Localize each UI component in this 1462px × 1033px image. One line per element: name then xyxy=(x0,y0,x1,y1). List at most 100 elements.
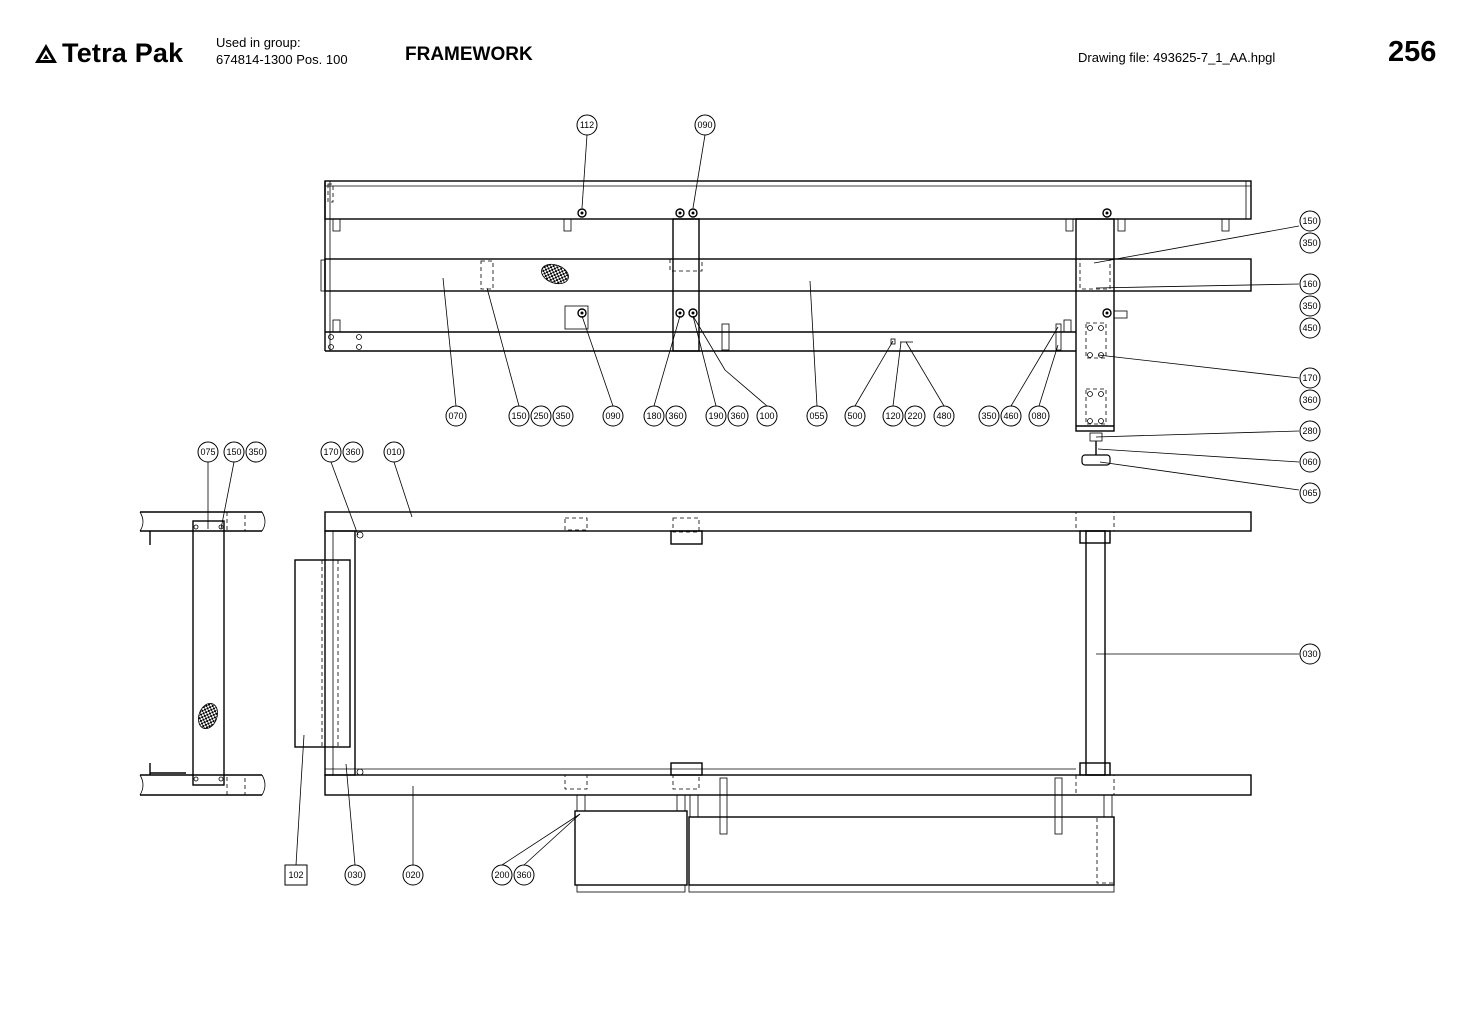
callout-360: 360 xyxy=(1299,389,1321,411)
leader-lines xyxy=(207,134,1300,866)
callout-030: 030 xyxy=(1299,643,1321,665)
page-number: 256 xyxy=(1388,36,1437,68)
middle-rail xyxy=(324,258,1252,292)
svg-text:460: 460 xyxy=(1003,411,1018,421)
callout-220: 220 xyxy=(904,405,926,427)
svg-text:480: 480 xyxy=(936,411,951,421)
callout-112: 112 xyxy=(576,114,598,136)
callout-250: 250 xyxy=(530,405,552,427)
callout-020: 020 xyxy=(402,864,424,886)
svg-text:112: 112 xyxy=(580,120,594,130)
svg-text:055: 055 xyxy=(809,411,824,421)
svg-text:150: 150 xyxy=(226,447,241,457)
svg-text:100: 100 xyxy=(759,411,774,421)
svg-text:030: 030 xyxy=(1302,649,1317,659)
callout-360: 360 xyxy=(513,864,535,886)
callout-060: 060 xyxy=(1299,451,1321,473)
svg-text:170: 170 xyxy=(323,447,338,457)
tetra-pak-triangle-icon xyxy=(35,43,57,63)
svg-text:360: 360 xyxy=(516,870,531,880)
svg-text:500: 500 xyxy=(847,411,862,421)
svg-text:075: 075 xyxy=(200,447,215,457)
svg-text:150: 150 xyxy=(511,411,526,421)
callout-090: 090 xyxy=(602,405,624,427)
callout-460: 460 xyxy=(1000,405,1022,427)
top-rail xyxy=(324,180,1252,220)
callout-090: 090 xyxy=(694,114,716,136)
svg-text:280: 280 xyxy=(1302,426,1317,436)
tetra-pak-logo: Tetra Pak xyxy=(33,38,183,69)
callout-360: 360 xyxy=(665,405,687,427)
callout-200: 200 xyxy=(491,864,513,886)
callout-030: 030 xyxy=(344,864,366,886)
svg-text:190: 190 xyxy=(708,411,723,421)
svg-text:160: 160 xyxy=(1302,279,1317,289)
control-box xyxy=(294,559,351,748)
svg-text:020: 020 xyxy=(405,870,420,880)
svg-text:350: 350 xyxy=(555,411,570,421)
svg-text:360: 360 xyxy=(1302,395,1317,405)
svg-text:102: 102 xyxy=(288,870,303,880)
svg-text:090: 090 xyxy=(697,120,712,130)
svg-text:360: 360 xyxy=(345,447,360,457)
svg-text:010: 010 xyxy=(386,447,401,457)
callout-350: 350 xyxy=(978,405,1000,427)
callout-150: 150 xyxy=(508,405,530,427)
callout-180: 180 xyxy=(643,405,665,427)
callout-102: 102 xyxy=(284,864,308,886)
svg-text:250: 250 xyxy=(533,411,548,421)
callout-350: 350 xyxy=(1299,295,1321,317)
drawing-file: Drawing file: 493625-7_1_AA.hpgl xyxy=(1078,50,1276,65)
svg-text:090: 090 xyxy=(605,411,620,421)
callout-450: 450 xyxy=(1299,317,1321,339)
callout-070: 070 xyxy=(445,405,467,427)
end-view xyxy=(139,511,266,796)
page-title: FRAMEWORK xyxy=(405,44,533,65)
front-rail xyxy=(324,774,1252,796)
svg-text:350: 350 xyxy=(1302,301,1317,311)
callout-100: 100 xyxy=(756,405,778,427)
rear-rail xyxy=(324,511,1252,532)
svg-text:200: 200 xyxy=(494,870,509,880)
svg-text:350: 350 xyxy=(248,447,263,457)
used-in-group-label: Used in group: xyxy=(216,35,301,50)
callout-350: 350 xyxy=(552,405,574,427)
callout-160: 160 xyxy=(1299,273,1321,295)
callout-280: 280 xyxy=(1299,420,1321,442)
callout-120: 120 xyxy=(882,405,904,427)
svg-text:350: 350 xyxy=(981,411,996,421)
svg-text:220: 220 xyxy=(907,411,922,421)
svg-text:070: 070 xyxy=(448,411,463,421)
svg-text:060: 060 xyxy=(1302,457,1317,467)
svg-text:360: 360 xyxy=(668,411,683,421)
svg-text:360: 360 xyxy=(730,411,745,421)
svg-text:350: 350 xyxy=(1302,238,1317,248)
callout-350: 350 xyxy=(1299,232,1321,254)
brand-name: Tetra Pak xyxy=(62,38,184,68)
svg-text:150: 150 xyxy=(1302,216,1317,226)
svg-text:120: 120 xyxy=(885,411,900,421)
callout-350: 350 xyxy=(245,441,267,463)
svg-text:030: 030 xyxy=(347,870,362,880)
callout-075: 075 xyxy=(197,441,219,463)
callout-480: 480 xyxy=(933,405,955,427)
svg-text:450: 450 xyxy=(1302,323,1317,333)
svg-text:180: 180 xyxy=(646,411,661,421)
plan-view xyxy=(294,511,1252,893)
callout-190: 190 xyxy=(705,405,727,427)
callout-360: 360 xyxy=(342,441,364,463)
callout-500: 500 xyxy=(844,405,866,427)
callout-360: 360 xyxy=(727,405,749,427)
callout-170: 170 xyxy=(320,441,342,463)
svg-text:080: 080 xyxy=(1031,411,1046,421)
used-in-group-value: 674814-1300 Pos. 100 xyxy=(216,52,348,67)
callout-150: 150 xyxy=(1299,210,1321,232)
svg-text:065: 065 xyxy=(1302,488,1317,498)
callout-010: 010 xyxy=(383,441,405,463)
callout-055: 055 xyxy=(806,405,828,427)
header: Tetra Pak Used in group: 674814-1300 Pos… xyxy=(0,0,1462,80)
svg-text:170: 170 xyxy=(1302,373,1317,383)
callout-065: 065 xyxy=(1299,482,1321,504)
callout-170: 170 xyxy=(1299,367,1321,389)
